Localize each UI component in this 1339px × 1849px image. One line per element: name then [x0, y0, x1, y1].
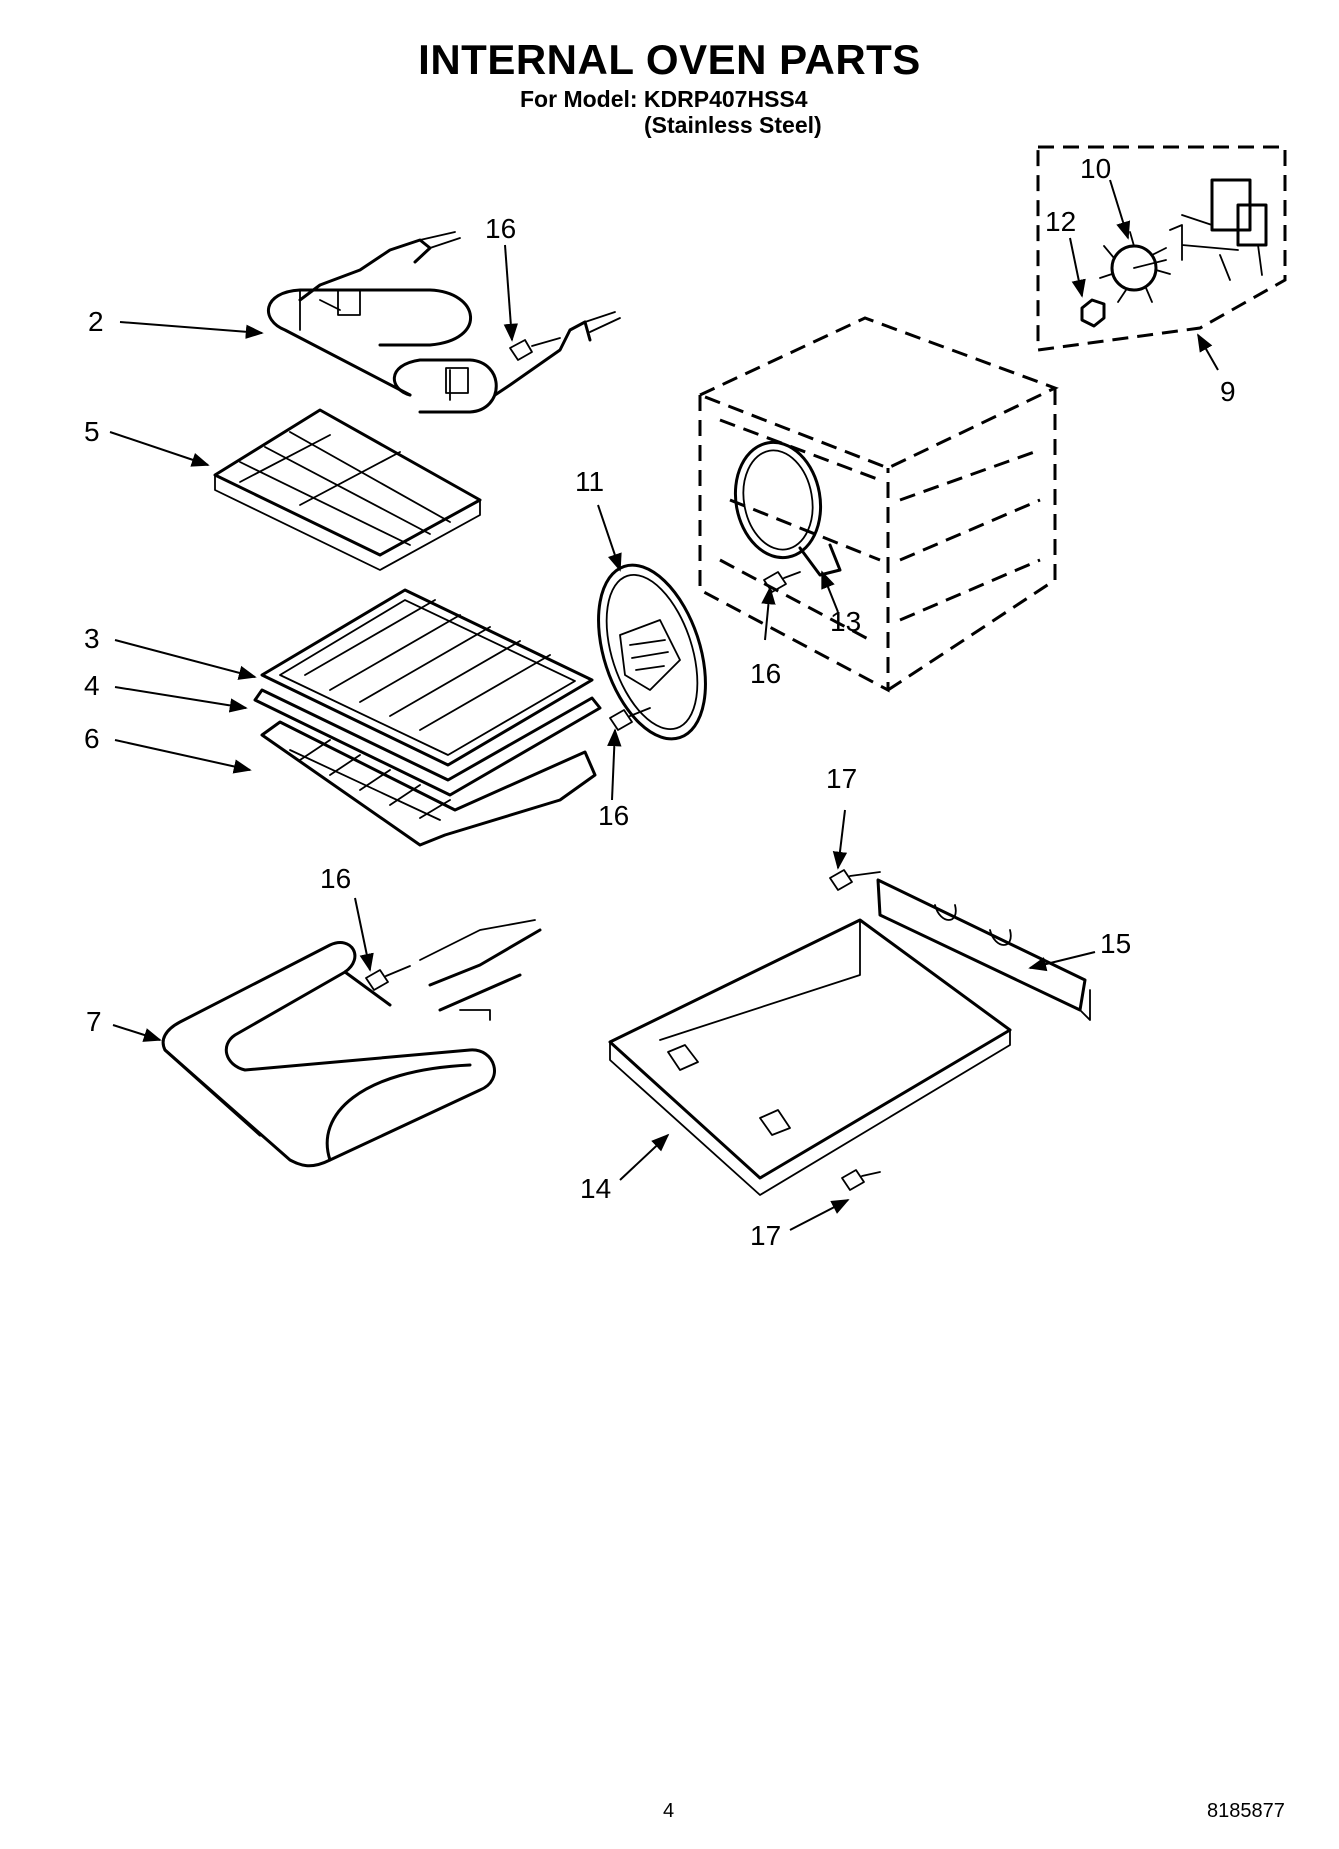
oven-cavity-dashed: [696, 316, 1059, 693]
page-title: INTERNAL OVEN PARTS: [418, 36, 921, 83]
bake-element-part-7: [161, 919, 542, 1168]
screws-parts-16-17: [365, 337, 881, 1191]
callout-4: 4: [84, 670, 100, 701]
callout-12: 12: [1045, 206, 1077, 237]
callout-17-top: 17: [826, 763, 858, 794]
callout-6: 6: [84, 723, 100, 754]
broiler-pan-parts-3-4-6: [253, 588, 602, 847]
callout-3: 3: [84, 623, 100, 654]
callout-16-element: 16: [750, 658, 782, 689]
callout-9: 9: [1220, 376, 1236, 407]
page-number: 4: [663, 1800, 675, 1822]
convection-element-part-13: [733, 440, 842, 577]
document-number: 8185877: [1207, 1800, 1285, 1822]
bracket-part-15: [876, 878, 1091, 1021]
callout-11: 11: [575, 466, 605, 497]
broil-element-part-2: [267, 231, 621, 414]
model-number: For Model: KDRP407HSS4: [520, 86, 808, 112]
callout-13: 13: [830, 606, 862, 637]
leader-arrows: [109, 179, 1219, 1231]
convection-motor-assembly-part-9: [1036, 145, 1287, 352]
callout-10: 10: [1080, 153, 1112, 184]
callout-15: 15: [1100, 928, 1132, 959]
model-variant: (Stainless Steel): [644, 112, 822, 138]
shield-part-5: [213, 408, 482, 571]
callout-16-broil: 16: [485, 213, 517, 244]
callout-7: 7: [86, 1006, 102, 1037]
callout-16-bake: 16: [320, 863, 352, 894]
oven-bottom-part-14: [608, 918, 1012, 1196]
callout-17-bottom: 17: [750, 1220, 782, 1251]
callout-14: 14: [580, 1173, 612, 1204]
fan-cover-part-11: [597, 563, 707, 741]
callout-2: 2: [88, 306, 104, 337]
callout-5: 5: [84, 416, 100, 447]
callout-16-cover: 16: [598, 800, 630, 831]
